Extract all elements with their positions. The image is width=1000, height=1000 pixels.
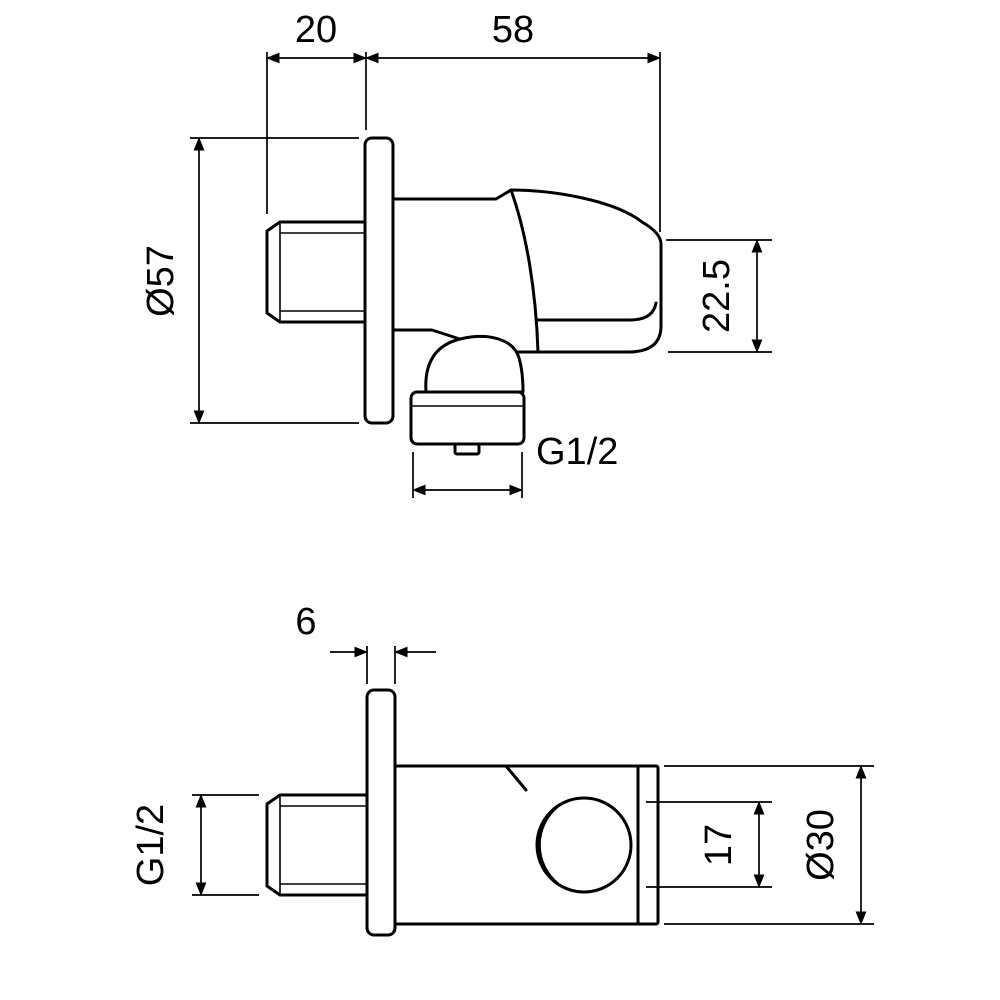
wall-plate: [365, 688, 397, 937]
holder-chamfer-line: [504, 764, 528, 792]
holder-opening-circle: [535, 796, 633, 894]
dim-label-body-length: 58: [492, 9, 534, 51]
bottom-view-dimensions: 6 G1/2 17 Ø30: [130, 601, 874, 926]
dim-label-plate-thickness: 6: [295, 601, 316, 643]
dim-label-holder-inner: 17: [698, 824, 740, 866]
dim-label-outlet-thread: G1/2: [536, 431, 618, 473]
outlet-nut: [409, 390, 526, 446]
dim-label-plate-diameter: Ø57: [140, 245, 182, 317]
dim-label-thread-length: 20: [295, 9, 337, 51]
holder-cup-arc: [537, 804, 560, 886]
holder-hook-inner-line: [536, 301, 658, 322]
outlet-dome: [424, 335, 525, 394]
bottom-view: 6 G1/2 17 Ø30: [130, 601, 874, 937]
dim-label-inlet-thread: G1/2: [130, 804, 172, 886]
holder-cradle-curve: [509, 188, 540, 354]
inlet-thread: [265, 220, 369, 324]
dim-label-holder-depth: 22.5: [696, 259, 738, 333]
wall-plate: [363, 136, 395, 425]
side-view: 20 58 Ø57 22.5 G1/2: [140, 9, 772, 498]
side-view-dimensions: 20 58 Ø57 22.5 G1/2: [140, 9, 772, 498]
bracket-body-outline: [391, 188, 663, 354]
outlet-tab: [453, 442, 481, 456]
dim-label-body-diameter: Ø30: [800, 809, 842, 881]
inlet-thread: [265, 793, 369, 897]
